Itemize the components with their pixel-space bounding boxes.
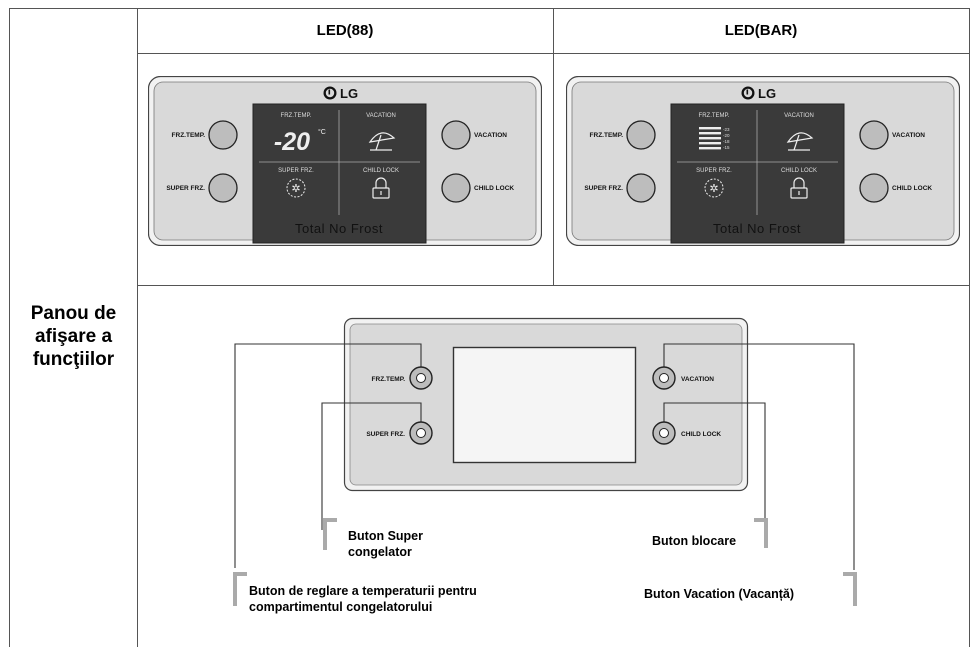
super-frz-button-label: SUPER FRZ. [584, 185, 623, 192]
table-border-right [969, 8, 970, 647]
callout-brackets [233, 518, 857, 606]
display-frz-temp-label: FRZ.TEMP. [699, 113, 730, 119]
callout-temp-adjust-line-1: Buton de reglare a temperaturii pentru [249, 584, 477, 598]
svg-text:✲: ✲ [709, 183, 718, 195]
bar-level-4: -15 [723, 145, 730, 150]
diagram-child-lock-button[interactable] [652, 421, 676, 445]
table-mid-divider [553, 8, 554, 285]
led88-panel: LG FRZ.TEMP. VACATION SUPER FRZ. CHILD L… [148, 76, 542, 246]
callout-super-freezer-line-1: Buton Super [348, 529, 423, 543]
super-frz-button[interactable] [626, 173, 656, 203]
lock-icon [372, 177, 390, 199]
display-super-frz-label: SUPER FRZ. [278, 168, 314, 174]
callout-lock: Buton blocare [652, 534, 737, 548]
callout-super-freezer-line-2: congelator [348, 545, 412, 559]
frz-temp-button-label: FRZ.TEMP. [172, 132, 206, 139]
display-super-frz-label: SUPER FRZ. [696, 168, 732, 174]
table-border-top [9, 8, 970, 9]
diagram-frz-temp-label: FRZ.TEMP. [372, 376, 406, 383]
frz-temp-button-label: FRZ.TEMP. [590, 132, 624, 139]
panel-footer-label: Total No Frost [713, 221, 801, 236]
bar-level-1: -23 [723, 127, 730, 132]
panel-footer-label: Total No Frost [295, 221, 383, 236]
callout-vacation: Buton Vacation (Vacanță) [644, 587, 795, 601]
child-lock-button-label: CHILD LOCK [474, 185, 514, 192]
snowflake-icon: ✲ [704, 178, 724, 198]
temperature-digits: -20 [274, 128, 310, 156]
display-child-lock-label: CHILD LOCK [363, 168, 399, 174]
display-vacation-label: VACATION [366, 113, 396, 119]
row-label: Panou de afişare a funcţiilor [10, 302, 137, 371]
frz-temp-button[interactable] [208, 120, 238, 150]
umbrella-icon [368, 132, 396, 151]
vacation-button[interactable] [859, 120, 889, 150]
brand-label: LG [340, 86, 358, 101]
lg-logo-icon [323, 86, 337, 100]
vacation-button[interactable] [441, 120, 471, 150]
column-header-ledbar: LED(BAR) [724, 22, 798, 39]
row-label-line-2: afişare a [34, 326, 113, 347]
lock-icon [790, 177, 808, 199]
bar-level-2: -20 [723, 133, 730, 138]
temperature-unit: °C [318, 128, 326, 136]
vacation-button-label: VACATION [474, 132, 507, 139]
diagram-frz-temp-button[interactable] [409, 366, 433, 390]
diagram-super-frz-label: SUPER FRZ. [366, 431, 405, 438]
lg-logo-icon [741, 86, 755, 100]
child-lock-button[interactable] [441, 173, 471, 203]
frz-temp-button[interactable] [626, 120, 656, 150]
child-lock-button[interactable] [859, 173, 889, 203]
display-frz-temp-label: FRZ.TEMP. [281, 113, 312, 119]
row-label-line-1: Panou de [30, 303, 117, 324]
diagram-vacation-label: VACATION [681, 376, 714, 383]
callout-temp-adjust-line-2: compartimentul congelatorului [249, 600, 433, 614]
row-label-line-3: funcţiilor [32, 349, 115, 370]
svg-text:✲: ✲ [291, 183, 300, 195]
bar-level-3: -18 [723, 139, 730, 144]
diagram-vacation-button[interactable] [652, 366, 676, 390]
umbrella-icon [786, 132, 814, 151]
snowflake-icon: ✲ [286, 178, 306, 198]
table-row-divider [137, 285, 969, 286]
brand-label: LG [758, 86, 776, 101]
super-frz-button-label: SUPER FRZ. [166, 185, 205, 192]
display-vacation-label: VACATION [784, 113, 814, 119]
callout-super-freezer: Buton Super congelator [348, 528, 423, 560]
display-child-lock-label: CHILD LOCK [781, 168, 817, 174]
vacation-button-label: VACATION [892, 132, 925, 139]
column-header-led88: LED(88) [316, 22, 374, 39]
diagram-child-lock-label: CHILD LOCK [681, 431, 721, 438]
super-frz-button[interactable] [208, 173, 238, 203]
ledbar-panel: LG FRZ.TEMP. VACATION SUPER FRZ. CHILD L… [566, 76, 960, 246]
table-border-left [9, 8, 10, 647]
table-col-divider [137, 8, 138, 647]
leader-lines [234, 343, 855, 570]
child-lock-button-label: CHILD LOCK [892, 185, 932, 192]
diagram-super-frz-button[interactable] [409, 421, 433, 445]
button-diagram: FRZ.TEMP. SUPER FRZ. VACATION CHILD LOCK [233, 317, 857, 606]
temperature-bar-indicator [699, 127, 721, 150]
callout-temp-adjust: Buton de reglare a temperaturii pentru c… [249, 583, 477, 615]
